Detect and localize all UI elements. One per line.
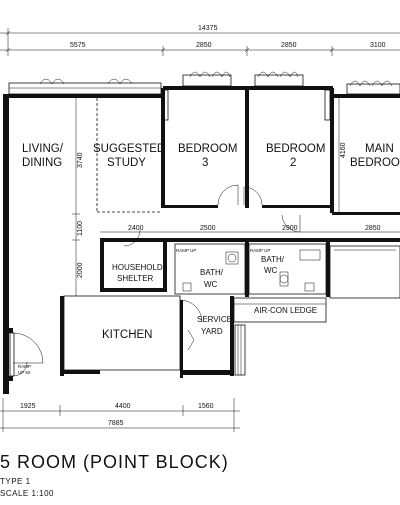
dim-top-3: 2850 (281, 42, 297, 49)
dim-bottom-2: 4400 (115, 403, 131, 410)
label-study-1: SUGGESTED (93, 143, 165, 155)
label-service-1: SERVICE (197, 315, 232, 324)
label-bedroom3-2: 3 (202, 157, 208, 169)
left-dimensions: 3740 1100 2000 4160 (72, 98, 347, 296)
label-bedroom2-2: 2 (290, 157, 296, 169)
windows (8, 71, 400, 121)
entrance-ramp: RAMP UP 50 (9, 332, 31, 377)
plan-title: 5 ROOM (POINT BLOCK) (0, 452, 229, 472)
dim-mid-3: 2900 (282, 225, 298, 232)
dim-mid-1: 2400 (128, 225, 144, 232)
dim-mid-4: 2850 (365, 225, 381, 232)
bottom-dimensions: 1925 4400 1560 7885 (0, 398, 240, 432)
label-kitchen: KITCHEN (102, 329, 152, 341)
label-shelter-1: HOUSEHOLD (112, 263, 163, 272)
kitchen-details (63, 295, 246, 376)
label-bath2-1: BATH/ (261, 255, 285, 264)
label-bedroom2-1: BEDROOM (266, 143, 325, 155)
dim-bottom-3: 1560 (198, 403, 214, 410)
dim-bottom-total: 7885 (108, 420, 124, 427)
dim-right-upper: 4160 (340, 142, 347, 158)
dim-mid-2: 2500 (200, 225, 216, 232)
mid-dimensions: 2400 2500 2900 2850 (100, 225, 400, 233)
room-labels: LIVING/ DINING SUGGESTED STUDY BEDROOM 3… (22, 143, 400, 341)
label-main-2: BEDROOM (350, 157, 400, 169)
dim-top-4: 3100 (370, 42, 386, 49)
plan-type: TYPE 1 (0, 477, 31, 486)
study-partition (96, 98, 161, 213)
dim-left-mid: 1100 (77, 221, 84, 236)
label-service-2: YARD (201, 327, 223, 336)
aircon-ledge-box (233, 297, 327, 323)
dim-overall: 14375 (198, 25, 218, 32)
dim-left-lower: 2000 (77, 262, 84, 278)
walls (3, 86, 400, 394)
label-bedroom3-1: BEDROOM (178, 143, 237, 155)
label-living-1: LIVING/ (22, 143, 64, 155)
entrance-ramp-label-1: RAMP (18, 364, 31, 369)
top-dimensions: 14375 5575 2850 2850 3100 (0, 25, 400, 56)
ramp-up-bath1: RAMP UP (176, 248, 196, 253)
label-main-1: MAIN (365, 143, 394, 155)
label-bath1-1: BATH/ (200, 268, 224, 277)
label-aircon: AIR-CON LEDGE (254, 306, 317, 315)
label-living-2: DINING (22, 157, 62, 169)
bath-fixtures: RAMP UP RAMP UP (174, 243, 400, 299)
label-bath1-2: WC (204, 280, 218, 289)
dim-left-upper: 3740 (77, 152, 84, 168)
plan-scale: SCALE 1:100 (0, 489, 54, 498)
label-study-2: STUDY (107, 157, 146, 169)
dim-bottom-1: 1925 (20, 403, 36, 410)
doors (12, 184, 301, 377)
ramp-up-bath2: RAMP UP (250, 248, 270, 253)
dim-top-1: 5575 (70, 42, 86, 49)
label-bath2-2: WC (264, 266, 278, 275)
entrance-ramp-label-2: UP 50 (18, 370, 31, 375)
label-shelter-2: SHELTER (117, 274, 154, 283)
dim-top-2: 2850 (196, 42, 212, 49)
